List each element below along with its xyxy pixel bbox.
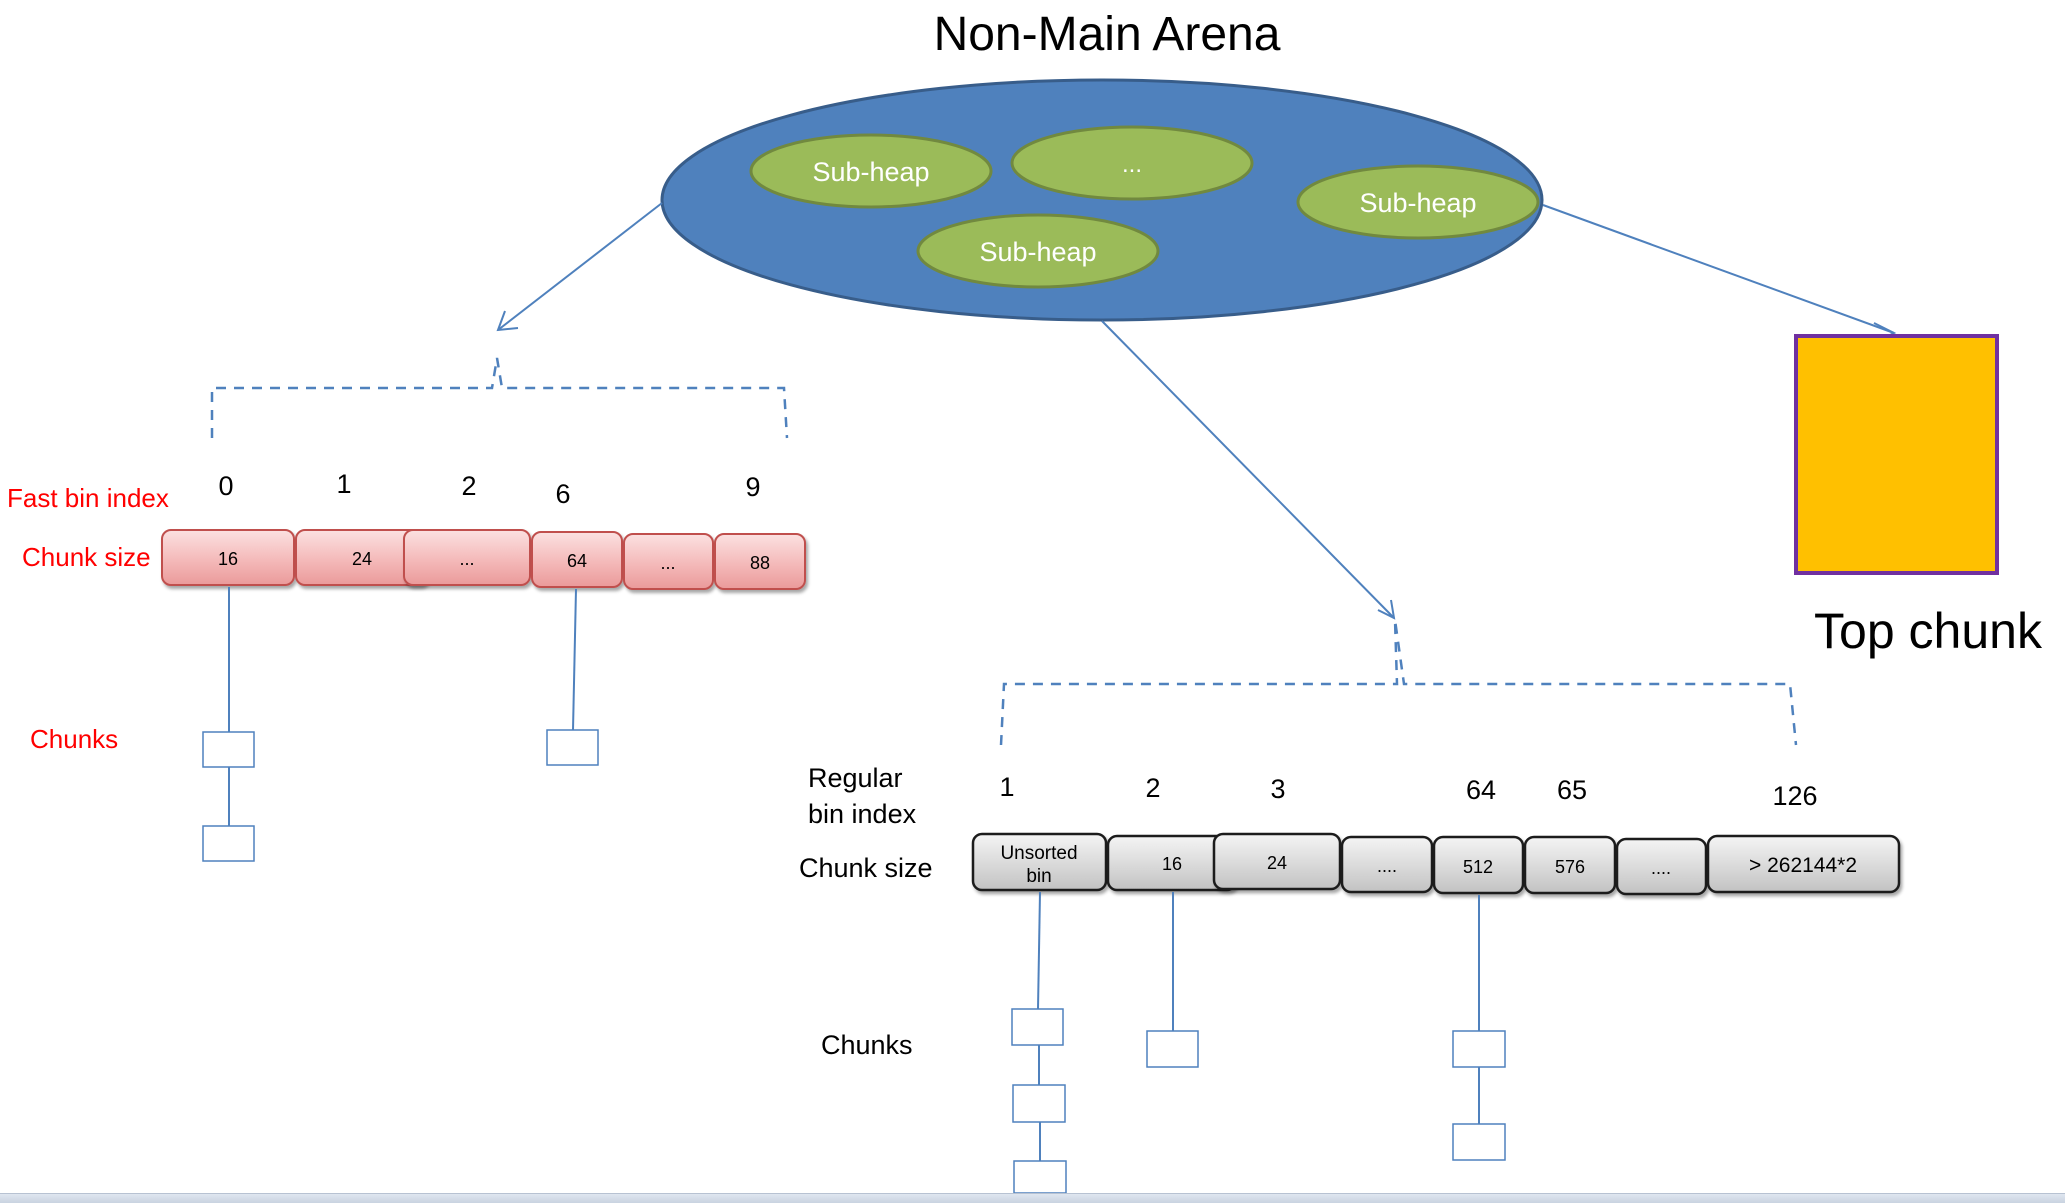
top-chunk-label: Top chunk (1814, 603, 2043, 659)
regular-bin-size: > 262144*2 (1749, 854, 1857, 877)
regular-bin-size: 16 (1162, 854, 1182, 874)
fast-bin-size: 64 (567, 551, 587, 571)
chunk-box (1012, 1084, 1066, 1123)
regular-bin-index: 65 (1557, 775, 1587, 805)
regular-bins-brace (999, 619, 1798, 746)
arrow-to-fast-bins (496, 202, 663, 332)
fast-bin-index: 6 (555, 479, 570, 509)
regular-bin-index: 2 (1145, 773, 1160, 803)
chunk-box (1452, 1123, 1506, 1161)
regular-bin-index: 126 (1772, 781, 1817, 811)
regular-bin-size: 576 (1555, 857, 1585, 877)
regular-bin-index-label: bin index (808, 799, 917, 829)
fast-bin-chunk-chain (546, 588, 599, 766)
diagram-title: Non-Main Arena (934, 8, 1281, 61)
regular-bin-cell: 16 (1106, 834, 1238, 892)
regular-bin-index: 64 (1466, 775, 1496, 805)
chunk-box (202, 825, 255, 862)
fast-bin-index: 2 (461, 471, 476, 501)
regular-bin-chunk-size-label: Chunk size (799, 853, 933, 883)
fast-bin-cell: ... (403, 529, 531, 586)
regular-bin-chunk-chain (1011, 891, 1067, 1194)
subheap-label: Sub-heap (979, 237, 1096, 267)
fast-bin-chunks-label: Chunks (30, 724, 118, 754)
regular-bin-cell: .... (1340, 835, 1434, 894)
fast-bin-size: 16 (218, 549, 238, 569)
top-chunk-box (1794, 334, 1999, 575)
fast-bin-cell: 64 (531, 531, 623, 588)
regular-bin-index-label: Regular (808, 763, 903, 793)
regular-bin-chunk-chain (1452, 895, 1506, 1161)
regular-bin-size: 512 (1463, 857, 1493, 877)
fast-bin-size: ... (459, 549, 474, 569)
regular-bin-cell: 576 (1523, 835, 1617, 895)
fast-bin-cell: ... (623, 533, 714, 590)
regular-bin-cell: Unsorted bin (971, 832, 1108, 892)
regular-bin-size: Unsorted (1000, 843, 1077, 864)
fast-bin-size: 24 (352, 549, 372, 569)
regular-bin-cell: 24 (1212, 832, 1342, 891)
chunk-box (1013, 1160, 1067, 1194)
subheap-label: ... (1122, 151, 1142, 178)
subheap: Sub-heap (1296, 164, 1540, 240)
regular-bin-chunk-chain (1146, 892, 1199, 1068)
fast-bin-cell: 88 (714, 533, 806, 590)
fast-bin-index-label: Fast bin index (7, 483, 169, 513)
regular-bin-chunks-label: Chunks (821, 1030, 913, 1060)
chunk-box (1011, 1008, 1064, 1046)
regular-bin-size: 24 (1267, 853, 1287, 873)
subheap: Sub-heap (916, 213, 1160, 289)
regular-bin-cell: > 262144*2 (1706, 834, 1901, 894)
regular-bin-cell: 512 (1432, 835, 1525, 895)
regular-bin-index: 1 (999, 772, 1014, 802)
fast-bin-size: 88 (750, 553, 770, 573)
fast-bin-cell: 16 (161, 529, 295, 586)
subheap-label: Sub-heap (812, 157, 929, 187)
fast-bin-chunk-chain (202, 587, 255, 862)
chunk-box (202, 731, 255, 768)
fast-bins-brace (210, 357, 789, 439)
chunk-box (1452, 1030, 1506, 1068)
regular-bin-size: bin (1026, 866, 1051, 887)
chunk-box (546, 729, 599, 766)
arrow-to-regular-bins (1101, 320, 1396, 620)
chunk-box (1146, 1030, 1199, 1068)
subheap: Sub-heap (749, 133, 993, 209)
subheap-label: Sub-heap (1359, 188, 1476, 218)
fast-bin-index: 0 (218, 471, 233, 501)
fast-bin-index: 1 (336, 469, 351, 499)
arrow-to-top-chunk (1542, 204, 1897, 342)
regular-bin-size: .... (1651, 858, 1671, 878)
fast-bin-size: ... (660, 553, 675, 573)
fast-bin-index: 9 (745, 472, 760, 502)
fast-bin-chunk-size-label: Chunk size (22, 542, 151, 572)
regular-bin-cell: .... (1615, 837, 1708, 896)
regular-bin-index: 3 (1270, 774, 1285, 804)
regular-bin-size: .... (1377, 856, 1397, 876)
subheap-ellipsis: ... (1010, 125, 1254, 201)
window-bottom-edge (0, 1193, 2065, 1203)
